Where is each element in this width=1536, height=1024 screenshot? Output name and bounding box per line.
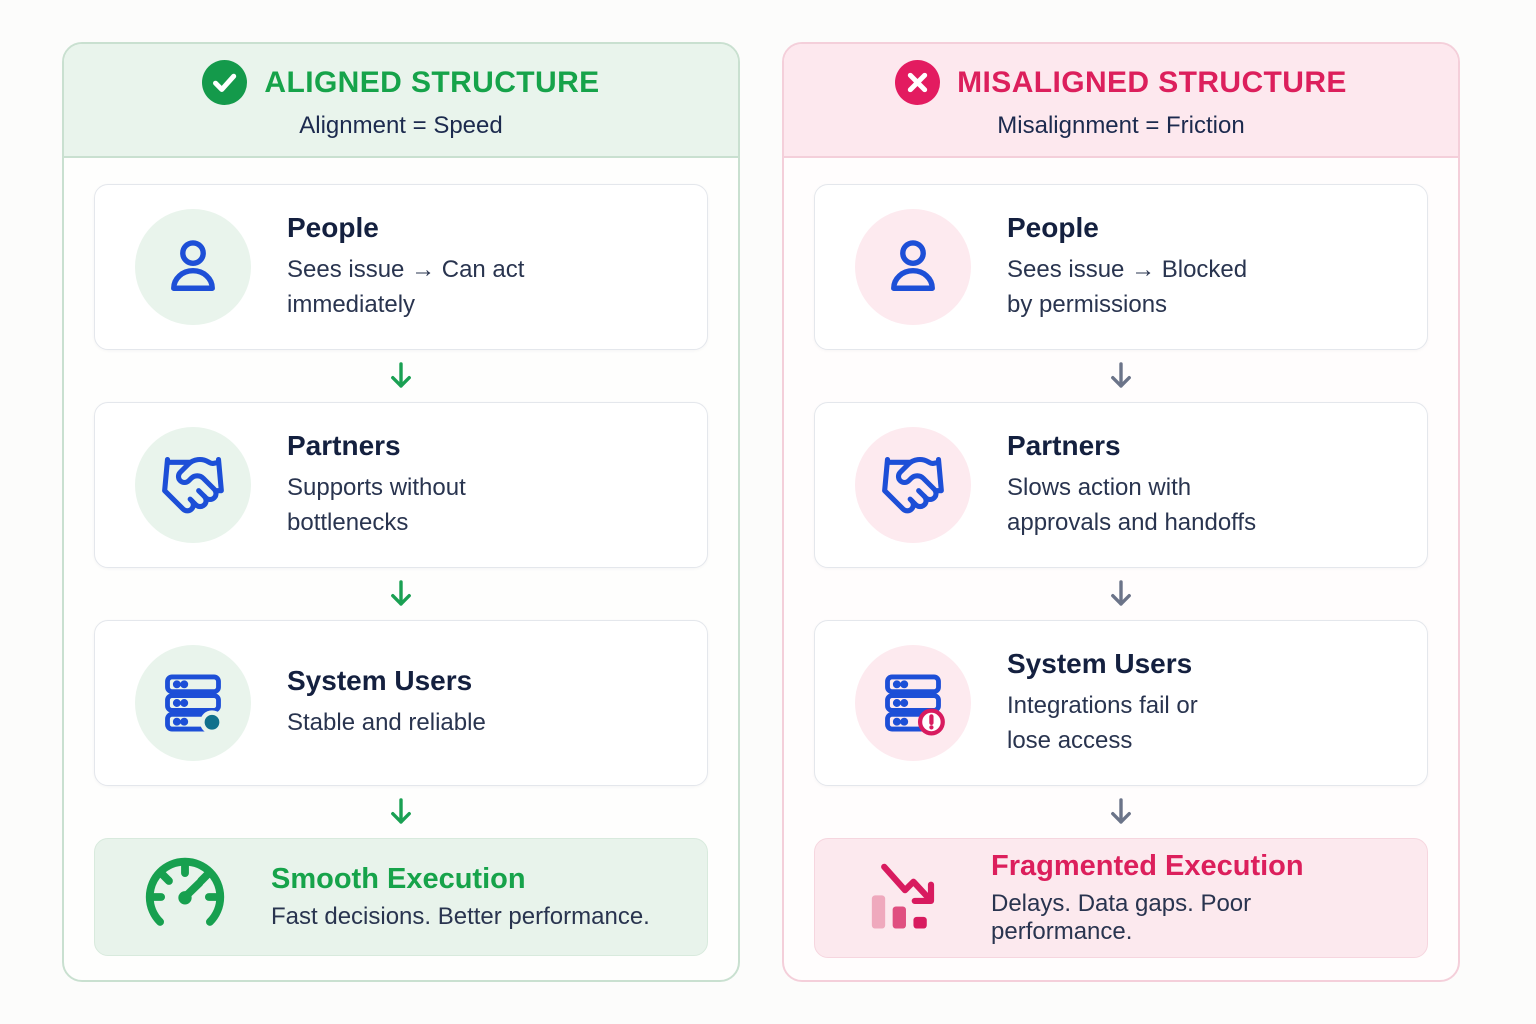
down-arrow-icon [814, 568, 1428, 620]
misaligned-column: MISALIGNED STRUCTURE Misalignment = Fric… [782, 42, 1460, 982]
card-partners-aligned: Partners Supports without bottlenecks [94, 402, 708, 568]
servers-icon [135, 645, 251, 761]
card-description: Slows action with approvals and handoffs [1007, 473, 1257, 536]
person-icon [135, 209, 251, 325]
down-arrow-icon [94, 568, 708, 620]
card-title: Partners [287, 429, 401, 461]
result-card-smooth-execution: Smooth Execution Fast decisions. Better … [94, 838, 708, 956]
declining-chart-icon [857, 859, 953, 937]
result-card-fragmented-execution: Fragmented Execution Delays. Data gaps. … [814, 838, 1428, 958]
down-arrow-icon [94, 350, 708, 402]
result-description: Delays. Data gaps. Poor performance. [991, 890, 1252, 945]
card-title: Partners [1007, 429, 1121, 461]
x-circle-icon [895, 60, 941, 105]
aligned-column: ALIGNED STRUCTURE Alignment = Speed Peop… [62, 42, 740, 982]
down-arrow-icon [814, 786, 1428, 838]
card-description: Supports without bottlenecks [287, 473, 466, 536]
card-title: System Users [287, 665, 473, 697]
aligned-header: ALIGNED STRUCTURE Alignment = Speed [64, 44, 738, 158]
card-title: System Users [1007, 647, 1193, 679]
gauge-icon [137, 850, 233, 944]
handshake-icon [855, 427, 971, 543]
status-dot-badge [200, 710, 224, 735]
card-description: Sees issue → Can act immediately [287, 255, 525, 318]
card-people-misaligned: People Sees issue → Blocked by permissio… [814, 184, 1428, 350]
misaligned-body: People Sees issue → Blocked by permissio… [784, 158, 1458, 958]
servers-warning-icon [855, 645, 971, 761]
card-people-aligned: People Sees issue → Can act immediately [94, 184, 708, 350]
panel-title: MISALIGNED STRUCTURE [957, 65, 1347, 99]
card-description: Sees issue → Blocked by permissions [1007, 255, 1248, 318]
result-title: Smooth Execution [271, 863, 526, 895]
check-circle-icon [202, 60, 248, 105]
card-description: Integrations fail or lose access [1007, 691, 1198, 754]
aligned-body: People Sees issue → Can act immediately [64, 158, 738, 956]
misaligned-header: MISALIGNED STRUCTURE Misalignment = Fric… [784, 44, 1458, 158]
card-title: People [287, 211, 379, 243]
card-system-users-aligned: System Users Stable and reliable [94, 620, 708, 786]
result-description: Fast decisions. Better performance. [271, 903, 650, 930]
result-title: Fragmented Execution [991, 850, 1304, 882]
panel-title: ALIGNED STRUCTURE [264, 65, 600, 99]
warning-badge [917, 708, 945, 736]
handshake-icon [135, 427, 251, 543]
card-partners-misaligned: Partners Slows action with approvals and… [814, 402, 1428, 568]
person-icon [855, 209, 971, 325]
panel-subtitle: Misalignment = Friction [997, 112, 1245, 139]
down-arrow-icon [814, 350, 1428, 402]
card-title: People [1007, 211, 1099, 243]
card-description: Stable and reliable [287, 709, 486, 737]
panel-subtitle: Alignment = Speed [299, 112, 503, 139]
down-arrow-icon [94, 786, 708, 838]
card-system-users-misaligned: System Users Integrations fail or lose a… [814, 620, 1428, 786]
